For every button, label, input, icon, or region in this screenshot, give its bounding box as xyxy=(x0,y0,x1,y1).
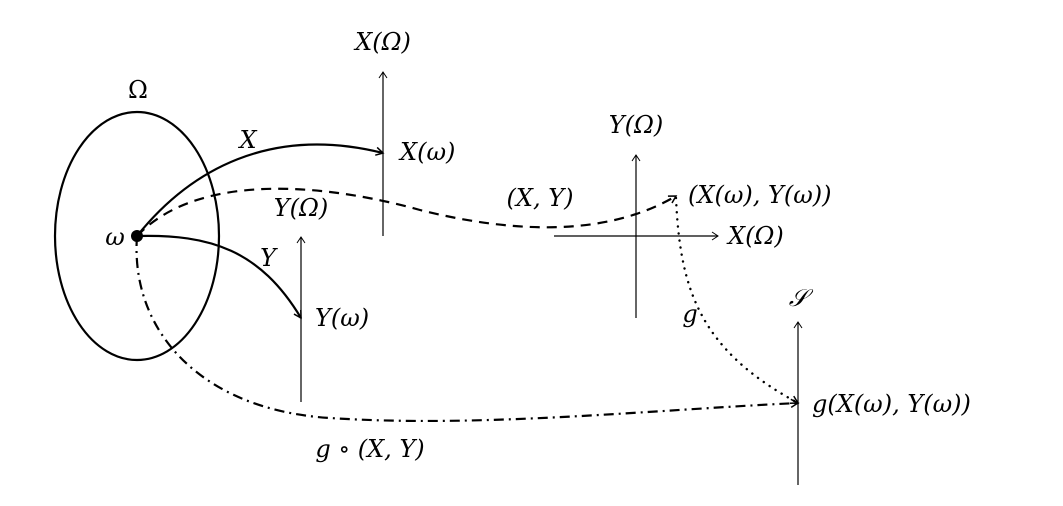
plane-y-range-label: Y(Ω) xyxy=(608,111,664,139)
composition-arrow xyxy=(135,235,800,423)
pair-map-label: (X, Y) xyxy=(506,184,574,212)
composition-label: g ∘ (X, Y) xyxy=(315,435,425,463)
x-map-arrow xyxy=(136,143,385,237)
x-map-label: X xyxy=(239,126,257,154)
omega-label: ω xyxy=(105,223,125,251)
x-range-label: X(Ω) xyxy=(355,28,411,56)
g-map-arrow xyxy=(674,196,800,405)
y-range-label: Y(Ω) xyxy=(273,194,329,222)
s-space-label: 𝒮 xyxy=(788,284,808,312)
omega-point xyxy=(131,230,143,242)
y-map-arrow xyxy=(136,234,302,320)
pair-value-label: (X(ω), Y(ω)) xyxy=(688,181,832,209)
g-value-label: g(X(ω), Y(ω)) xyxy=(812,390,971,418)
g-map-label: g xyxy=(682,300,698,328)
sample-space-ellipse xyxy=(53,110,221,362)
x-value-label: X(ω) xyxy=(400,138,456,166)
omega-space-label: Ω xyxy=(128,76,148,104)
pair-map-arrow xyxy=(136,187,678,237)
y-map-label: Y xyxy=(260,244,276,272)
plane-x-range-label: X(Ω) xyxy=(728,222,784,250)
y-value-label: Y(ω) xyxy=(315,304,370,332)
